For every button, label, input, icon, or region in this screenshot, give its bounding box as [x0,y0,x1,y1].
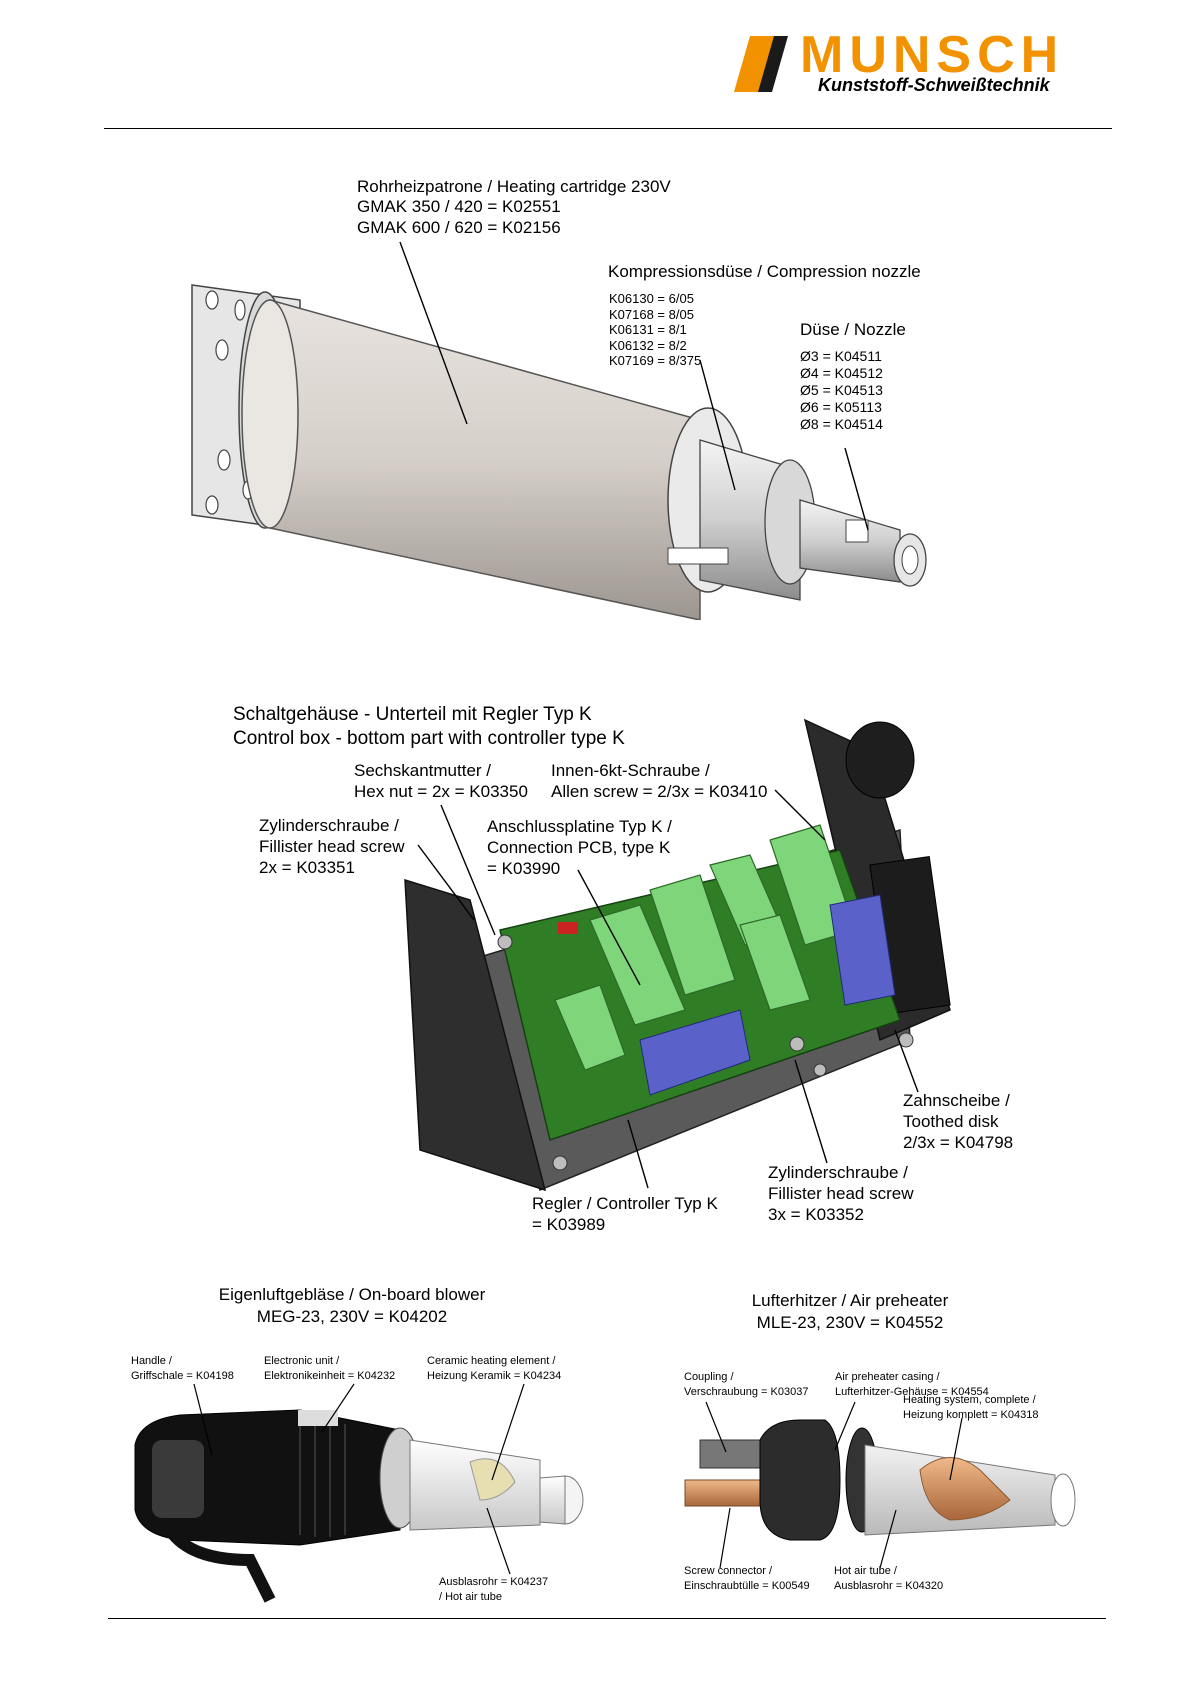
blower-title: Eigenluftgebläse / On-board blower MEG-2… [182,1284,522,1328]
nozzle-item: Ø8 = K04514 [800,416,883,432]
nozzle-item: Ø3 = K04511 [800,348,882,364]
coupling-label: Coupling / Verschraubung = K03037 [684,1370,808,1400]
nozzle-item: Ø4 = K04512 [800,365,883,381]
fillister-screw-bottom-label: Zylinderschraube / Fillister head screw … [768,1162,914,1225]
heating-system-label: Heating system, complete / Heizung kompl… [903,1393,1038,1423]
compression-nozzle-list: K06130 = 6/05 K07168 = 8/05 K06131 = 8/1… [609,291,701,369]
fillister-screw-line: Zylinderschraube / [259,816,399,835]
footer-divider [108,1618,1106,1619]
hot-air-tube-line: Hot air tube / [834,1565,897,1577]
toothed-disk-line: Toothed disk [903,1112,999,1131]
screw-connector-label: Screw connector / Einschraubtülle = K005… [684,1564,810,1594]
nozzle-title: Düse / Nozzle [800,320,906,339]
allen-screw-label: Innen-6kt-Schraube / Allen screw = 2/3x … [551,760,767,802]
electronic-unit-line: Elektronikeinheit = K04232 [264,1369,396,1382]
control-box-title-line: Schaltgehäuse - Unterteil mit Regler Typ… [233,704,592,725]
preheater-title-line: Lufterhitzer / Air preheater [751,1291,949,1310]
toothed-disk-line: 2/3x = K04798 [903,1133,1014,1152]
nozzle-item: Ø5 = K04513 [800,382,883,398]
fillister-screw-line: Fillister head screw [259,837,405,856]
control-box-illustration [404,718,951,1192]
compression-nozzle-item: K07169 = 8/375 [609,353,702,368]
blower-title-line: Eigenluftgebläse / On-board blower [218,1285,486,1304]
ceramic-heating-line: Ceramic heating element / [427,1355,556,1367]
fillister-screw-line: 3x = K03352 [768,1205,864,1224]
preheater-title: Lufterhitzer / Air preheater MLE-23, 230… [700,1290,1000,1334]
preheater-title-line: MLE-23, 230V = K04552 [756,1313,944,1332]
electronic-unit-label: Electronic unit / Elektronikeinheit = K0… [264,1354,395,1384]
compression-nozzle-item: K07168 = 8/05 [609,306,694,322]
connection-pcb-line: = K03990 [487,859,561,878]
coupling-line: Coupling / [684,1371,734,1383]
munsch-logo-mark [734,36,788,92]
casing-label: Air preheater casing / Lufterhitzer-Gehä… [835,1370,989,1400]
connection-pcb-line: Connection PCB, type K [487,838,671,857]
header-divider [104,128,1112,129]
hex-nut-line: Sechskantmutter / [354,761,492,780]
controller-label: Regler / Controller Typ K = K03989 [532,1193,718,1235]
toothed-disk-line: Zahnscheibe / [903,1091,1010,1110]
nozzle-list: Ø3 = K04511 Ø4 = K04512 Ø5 = K04513 Ø6 =… [800,348,883,433]
controller-line: Regler / Controller Typ K [532,1194,718,1213]
heating-cartridge-illustration [191,241,927,620]
heating-system-line: Heating system, complete / [903,1394,1036,1406]
fillister-screw-top-label: Zylinderschraube / Fillister head screw … [259,815,405,878]
ceramic-heating-label: Ceramic heating element / Heizung Kerami… [427,1354,561,1384]
hot-air-tube-line: Ausblasrohr = K04237 [439,1576,549,1588]
heating-cartridge-label: Rohrheizpatrone / Heating cartridge 230V… [357,177,671,238]
electronic-unit-line: Electronic unit / [264,1355,340,1367]
screw-connector-line: Einschraubtülle = K00549 [684,1579,810,1592]
ceramic-heating-line: Heizung Keramik = K04234 [427,1369,562,1382]
control-box-title-line: Control box - bottom part with controlle… [233,728,625,749]
blower-hot-air-tube-label: Ausblasrohr = K04237 / Hot air tube [439,1575,548,1605]
fillister-screw-line: 2x = K03351 [259,858,355,877]
blower-title-line: MEG-23, 230V = K04202 [256,1307,448,1326]
connection-pcb-label: Anschlussplatine Typ K / Connection PCB,… [487,816,672,879]
handle-line: Griffschale = K04198 [131,1369,234,1382]
allen-screw-line: Innen-6kt-Schraube / [551,761,710,780]
heating-cartridge-line: GMAK 350 / 420 = K02551 [357,197,561,217]
compression-nozzle-item: K06130 = 6/05 [609,291,694,306]
casing-line: Air preheater casing / [835,1371,940,1383]
nozzle-item: Ø6 = K05113 [800,399,882,415]
heating-cartridge-line: GMAK 600 / 620 = K02156 [357,217,561,237]
preheater-illustration [684,1401,1076,1569]
handle-line: Handle / [131,1355,172,1367]
hex-nut-label: Sechskantmutter / Hex nut = 2x = K03350 [354,760,528,802]
heating-system-line: Heizung komplett = K04318 [903,1408,1039,1421]
coupling-line: Verschraubung = K03037 [684,1385,809,1398]
hex-nut-line: Hex nut = 2x = K03350 [354,782,528,801]
toothed-disk-label: Zahnscheibe / Toothed disk 2/3x = K04798 [903,1090,1013,1153]
fillister-screw-line: Zylinderschraube / [768,1163,908,1182]
preheater-hot-air-tube-label: Hot air tube / Ausblasrohr = K04320 [834,1564,943,1594]
brand-name: MUNSCH [800,26,1065,84]
hot-air-tube-line: Ausblasrohr = K04320 [834,1579,944,1592]
casing-line: Lufterhitzer-Gehäuse = K04554 [835,1385,989,1398]
controller-line: = K03989 [532,1215,606,1234]
connection-pcb-line: Anschlussplatine Typ K / [487,817,672,836]
brand-tagline: Kunststoff-Schweißtechnik [818,75,1050,95]
control-box-title: Schaltgehäuse - Unterteil mit Regler Typ… [233,703,625,751]
heating-cartridge-line: Rohrheizpatrone / Heating cartridge 230V [357,177,671,196]
allen-screw-line: Allen screw = 2/3x = K03410 [551,782,768,801]
hot-air-tube-line: / Hot air tube [439,1590,502,1603]
screw-connector-line: Screw connector / [684,1565,773,1577]
compression-nozzle-title: Kompressionsdüse / Compression nozzle [608,262,921,281]
fillister-screw-line: Fillister head screw [768,1184,914,1203]
compression-nozzle-item: K06132 = 8/2 [609,337,687,353]
handle-label: Handle / Griffschale = K04198 [131,1354,234,1384]
blower-illustration [134,1383,584,1603]
compression-nozzle-item: K06131 = 8/1 [609,322,687,337]
